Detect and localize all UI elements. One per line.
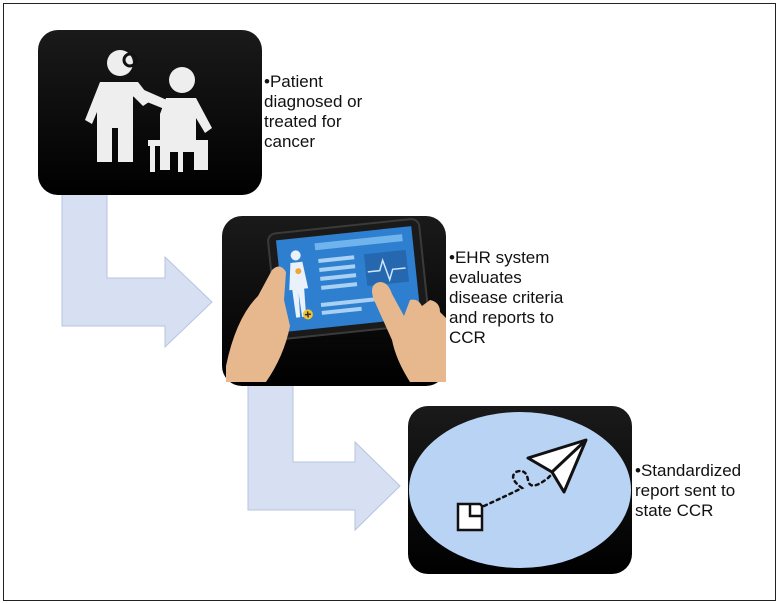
flow-arrow-2 bbox=[247, 383, 401, 532]
step-text-patient: •Patient diagnosed or treated for cancer bbox=[264, 72, 363, 151]
tablet-ehr-icon bbox=[222, 216, 446, 386]
paper-plane-icon bbox=[408, 406, 632, 574]
doctor-patient-icon bbox=[38, 30, 262, 195]
step-text-ehr: •EHR system evaluates disease criteria a… bbox=[449, 248, 564, 347]
flow-arrow-1 bbox=[61, 193, 213, 349]
step-text-report: •Standardized report sent to state CCR bbox=[635, 461, 742, 520]
